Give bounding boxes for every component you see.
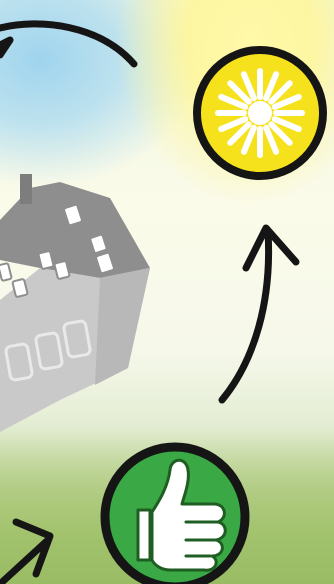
bottom-arrow	[0, 522, 50, 584]
top-arrow	[0, 24, 134, 64]
house-illustration	[0, 174, 150, 432]
sun-icon	[197, 50, 323, 176]
right-arrow	[222, 228, 296, 400]
thumbs-up-icon	[105, 447, 245, 584]
